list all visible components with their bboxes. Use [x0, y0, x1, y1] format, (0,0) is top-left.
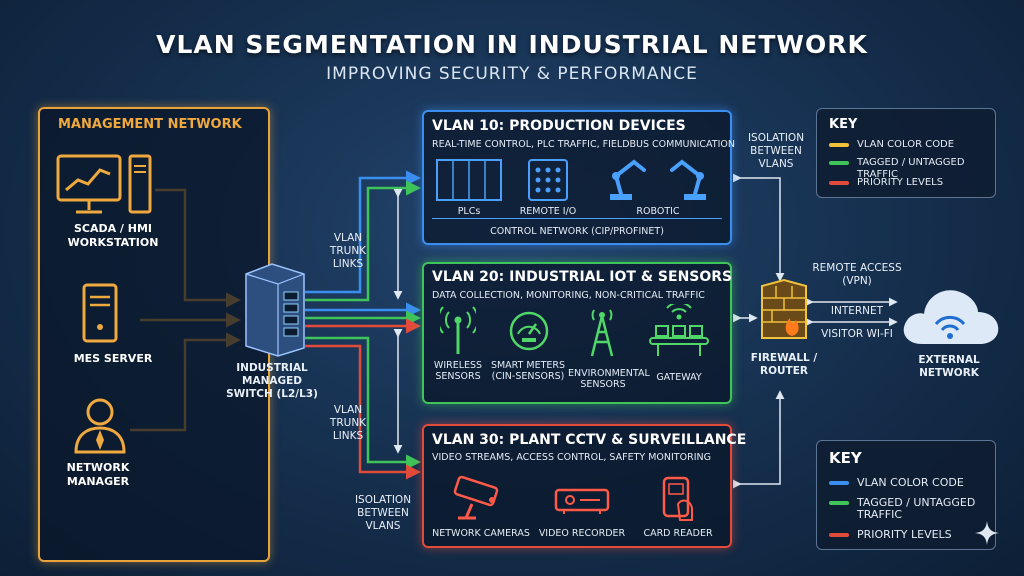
robotic-label: ROBOTIC — [636, 206, 680, 217]
smart-meter-icon — [508, 310, 550, 352]
vlan-30-title: VLAN 30: PLANT CCTV & SURVEILLANCE — [432, 432, 747, 448]
key-bottom-row-priority: PRIORITY LEVELS — [829, 529, 989, 541]
key-bottom-title: KEY — [829, 449, 862, 467]
vlan-trunk-links-bottom: VLAN TRUNK LINKS — [329, 404, 367, 442]
key-panel-top: KEY VLAN COLOR CODE TAGGED / UNTAGGED TR… — [816, 108, 996, 198]
vlan-10-panel — [422, 110, 732, 245]
card-reader-label: CARD READER — [643, 528, 713, 539]
page-title: VLAN SEGMENTATION IN INDUSTRIAL NETWORK — [156, 30, 868, 59]
management-network-title: MANAGEMENT NETWORK — [58, 117, 242, 132]
card-reader-icon — [660, 476, 696, 522]
gateway-label: GATEWAY — [656, 372, 702, 383]
workstation-icon — [56, 152, 156, 218]
firewall-label: FIREWALL / ROUTER — [750, 352, 818, 377]
plc-label: PLCs — [457, 206, 481, 217]
key-swatch-blue — [829, 481, 849, 485]
key-swatch-red — [829, 181, 849, 185]
sparkle-icon — [974, 520, 1000, 546]
wireless-sensors-label: WIRELESS SENSORS — [433, 360, 483, 382]
user-icon — [72, 396, 128, 454]
scada-hmi-label: SCADA / HMI WORKSTATION — [67, 222, 159, 249]
page-subtitle: IMPROVING SECURITY & PERFORMANCE — [326, 64, 698, 84]
key-top-row-traffic: TAGGED / UNTAGGED TRAFFIC — [829, 157, 989, 181]
vlan-20-title: VLAN 20: INDUSTRIAL IOT & SENSORS — [432, 269, 733, 285]
remote-io-label: REMOTE I/O — [519, 206, 577, 217]
vlan-10-title: VLAN 10: PRODUCTION DEVICES — [432, 118, 686, 134]
vlan-30-panel — [422, 424, 732, 548]
camera-icon — [452, 474, 508, 522]
server-icon — [82, 283, 118, 343]
key-top-row-vlan: VLAN COLOR CODE — [829, 139, 989, 151]
key-bottom-row-traffic: TAGGED / UNTAGGED TRAFFIC — [829, 497, 989, 521]
isolation-between-vlans-top: ISOLATION BETWEEN VLANS — [747, 132, 805, 170]
video-recorder-icon — [554, 486, 610, 516]
key-swatch-red-2 — [829, 533, 849, 537]
vlan-20-subtitle: DATA COLLECTION, MONITORING, NON-CRITICA… — [432, 290, 705, 301]
vlan-10-footer: CONTROL NETWORK (CIP/PROFINET) — [490, 226, 664, 237]
remote-access-label: REMOTE ACCESS (VPN) — [812, 262, 902, 287]
environmental-sensors-label: ENVIRONMENTAL SENSORS — [568, 368, 650, 390]
environmental-sensor-icon — [584, 306, 620, 358]
key-swatch-green-2 — [829, 501, 849, 505]
mes-server-label: MES SERVER — [73, 352, 153, 365]
gateway-icon — [648, 304, 710, 358]
key-top-item-1: TAGGED / UNTAGGED TRAFFIC — [857, 157, 965, 180]
key-bottom-item-2: PRIORITY LEVELS — [857, 528, 952, 541]
isolation-between-vlans-bottom: ISOLATION BETWEEN VLANS — [354, 494, 412, 532]
vlan-10-divider — [432, 218, 722, 219]
key-panel-bottom: KEY VLAN COLOR CODE TAGGED / UNTAGGED TR… — [816, 440, 996, 550]
switch-label: INDUSTRIAL MANAGED SWITCH (L2/L3) — [226, 362, 318, 400]
robot-arm-icon — [604, 154, 714, 202]
external-network-label: EXTERNAL NETWORK — [918, 354, 980, 379]
video-recorder-label: VIDEO RECORDER — [538, 528, 626, 539]
key-bottom-item-1: TAGGED / UNTAGGED TRAFFIC — [857, 496, 976, 521]
key-top-item-2: PRIORITY LEVELS — [857, 177, 944, 188]
remote-io-icon — [527, 158, 569, 202]
network-manager-label: NETWORK MANAGER — [66, 461, 130, 488]
key-swatch-green — [829, 161, 849, 165]
network-cameras-label: NETWORK CAMERAS — [432, 528, 530, 539]
key-bottom-item-0: VLAN COLOR CODE — [857, 476, 964, 489]
vlan-10-subtitle: REAL-TIME CONTROL, PLC TRAFFIC, FIELDBUS… — [432, 139, 735, 150]
smart-meters-label: SMART METERS (CIN-SENSORS) — [490, 360, 566, 382]
vlan-30-subtitle: VIDEO STREAMS, ACCESS CONTROL, SAFETY MO… — [432, 452, 711, 463]
internet-label: INTERNET — [830, 305, 884, 317]
switch-icon — [238, 262, 308, 358]
visitor-wifi-label: VISITOR WI-FI — [821, 328, 893, 340]
firewall-icon — [758, 278, 810, 342]
cloud-icon — [898, 282, 1002, 348]
key-top-row-priority: PRIORITY LEVELS — [829, 177, 989, 189]
key-top-item-0: VLAN COLOR CODE — [857, 139, 955, 150]
wireless-sensor-icon — [440, 306, 476, 356]
key-swatch-yellow — [829, 143, 849, 147]
key-top-title: KEY — [829, 117, 858, 132]
vlan-trunk-links-top: VLAN TRUNK LINKS — [329, 232, 367, 270]
key-bottom-row-vlan: VLAN COLOR CODE — [829, 477, 989, 489]
plc-icon — [436, 158, 502, 202]
